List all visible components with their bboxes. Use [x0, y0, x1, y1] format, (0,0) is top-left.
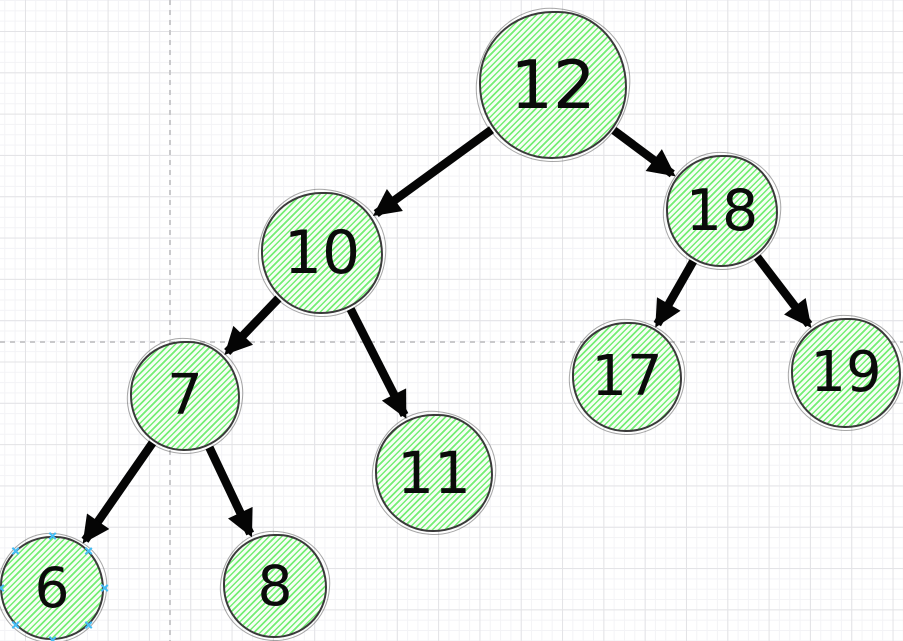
connection-point-icon[interactable] — [84, 620, 93, 629]
node-label: 7 — [167, 363, 203, 428]
node-label: 17 — [591, 344, 663, 409]
page-guide-vertical — [169, 0, 171, 641]
tree-node-12[interactable]: 12 — [479, 11, 627, 159]
connection-point-icon[interactable] — [0, 584, 5, 593]
node-label: 19 — [810, 340, 882, 405]
node-label: 12 — [510, 45, 596, 124]
connection-point-icon[interactable] — [48, 636, 57, 641]
node-label: 18 — [685, 177, 759, 244]
tree-node-17[interactable]: 17 — [572, 322, 682, 432]
page-guide-horizontal — [0, 341, 903, 343]
tree-node-18[interactable]: 18 — [666, 155, 778, 267]
connection-point-icon[interactable] — [48, 532, 57, 541]
connection-point-icon[interactable] — [11, 547, 20, 556]
tree-node-8[interactable]: 8 — [223, 534, 327, 638]
tree-node-10[interactable]: 10 — [261, 192, 383, 314]
connection-point-icon[interactable] — [84, 547, 93, 556]
connection-point-icon[interactable] — [11, 620, 20, 629]
node-label: 10 — [283, 218, 361, 288]
node-label: 6 — [34, 555, 70, 620]
node-label: 11 — [397, 439, 471, 507]
tree-node-7[interactable]: 7 — [130, 341, 240, 451]
tree-node-19[interactable]: 19 — [791, 318, 901, 428]
node-label: 8 — [257, 553, 293, 618]
connection-point-icon[interactable] — [100, 584, 109, 593]
tree-node-11[interactable]: 11 — [375, 414, 493, 532]
